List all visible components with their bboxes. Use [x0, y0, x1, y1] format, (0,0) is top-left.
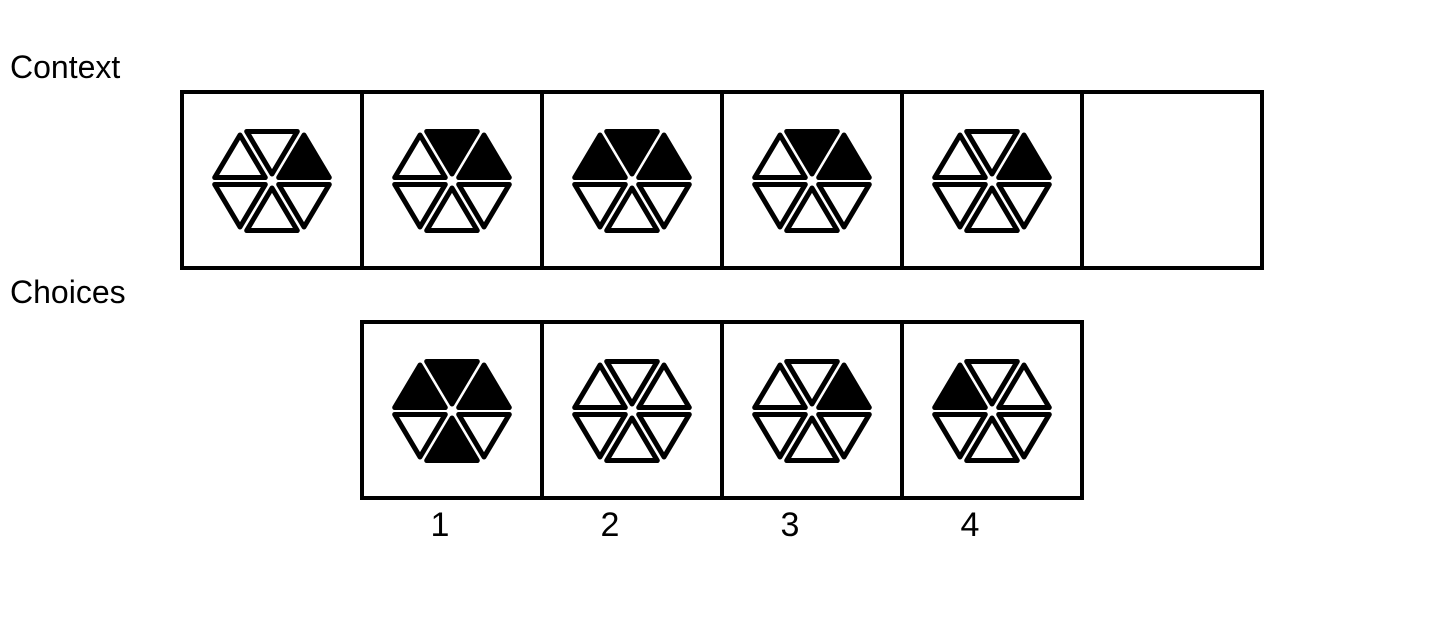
triangle-top-right-filled [276, 132, 332, 181]
triangle-top-left-outline [392, 132, 448, 181]
triangle-top-right-filled [996, 132, 1052, 181]
choice-number-2: 2 [600, 506, 620, 544]
triangle-top-center-outline [784, 358, 840, 407]
context-panel-4-glyph [752, 128, 872, 234]
choice-number-1: 1 [430, 506, 450, 544]
context-panel-5 [900, 94, 1080, 266]
triangle-top-center-outline [964, 358, 1020, 407]
triangle-bottom-left-outline [212, 181, 268, 230]
choice-panel-3[interactable] [720, 324, 900, 496]
triangle-bottom-right-outline [456, 411, 512, 460]
choices-row [360, 320, 1084, 500]
triangle-bottom-left-outline [932, 181, 988, 230]
context-label: Context [10, 49, 121, 85]
context-panel-1-glyph [212, 128, 332, 234]
triangle-bottom-left-outline [572, 181, 628, 230]
triangle-bottom-left-outline [932, 411, 988, 460]
choice-number-3: 3 [780, 506, 800, 544]
triangle-bottom-right-outline [816, 411, 872, 460]
triangle-top-right-outline [996, 362, 1052, 411]
context-panel-empty [1080, 94, 1260, 266]
triangle-top-left-filled [392, 362, 448, 411]
choice-numbers: 1 2 3 4 [360, 508, 1060, 542]
triangle-bottom-center-outline [604, 185, 660, 234]
triangle-bottom-left-outline [392, 181, 448, 230]
triangle-top-right-filled [816, 132, 872, 181]
triangle-bottom-right-outline [816, 181, 872, 230]
context-panel-1 [184, 94, 360, 266]
triangle-bottom-center-outline [784, 185, 840, 234]
triangle-top-left-outline [752, 132, 808, 181]
triangle-bottom-right-outline [996, 181, 1052, 230]
triangle-bottom-right-outline [636, 411, 692, 460]
triangle-bottom-right-outline [636, 181, 692, 230]
choice-panel-3-glyph [752, 358, 872, 464]
context-panel-5-glyph [932, 128, 1052, 234]
context-panel-3-glyph [572, 128, 692, 234]
triangle-top-left-outline [752, 362, 808, 411]
triangle-bottom-left-outline [752, 181, 808, 230]
triangle-bottom-right-outline [456, 181, 512, 230]
choice-number-4: 4 [960, 506, 980, 544]
choice-panel-2-glyph [572, 358, 692, 464]
triangle-top-center-filled [424, 128, 480, 177]
triangle-top-right-filled [456, 362, 512, 411]
triangle-top-center-outline [964, 128, 1020, 177]
triangle-bottom-center-outline [604, 415, 660, 464]
triangle-top-center-filled [784, 128, 840, 177]
triangle-bottom-center-outline [424, 185, 480, 234]
choice-panel-4-glyph [932, 358, 1052, 464]
triangle-top-left-filled [572, 132, 628, 181]
triangle-top-right-filled [816, 362, 872, 411]
triangle-top-right-filled [456, 132, 512, 181]
context-row [180, 90, 1264, 270]
choices-label: Choices [10, 274, 126, 310]
triangle-top-left-filled [932, 362, 988, 411]
triangle-bottom-center-outline [244, 185, 300, 234]
choice-panel-4[interactable] [900, 324, 1080, 496]
context-panel-3 [540, 94, 720, 266]
context-panel-2-glyph [392, 128, 512, 234]
triangle-top-center-outline [244, 128, 300, 177]
triangle-bottom-center-outline [964, 185, 1020, 234]
triangle-bottom-left-outline [392, 411, 448, 460]
triangle-top-left-outline [212, 132, 268, 181]
choice-panel-1-glyph [392, 358, 512, 464]
triangle-top-center-filled [424, 358, 480, 407]
triangle-top-left-outline [572, 362, 628, 411]
choice-panel-1[interactable] [364, 324, 540, 496]
triangle-top-right-filled [636, 132, 692, 181]
context-panel-4 [720, 94, 900, 266]
triangle-top-center-outline [604, 358, 660, 407]
triangle-top-center-filled [604, 128, 660, 177]
triangle-bottom-left-outline [752, 411, 808, 460]
choice-panel-2[interactable] [540, 324, 720, 496]
triangle-top-right-outline [636, 362, 692, 411]
context-panel-2 [360, 94, 540, 266]
triangle-bottom-center-outline [784, 415, 840, 464]
triangle-bottom-right-outline [276, 181, 332, 230]
triangle-bottom-center-outline [964, 415, 1020, 464]
triangle-bottom-right-outline [996, 411, 1052, 460]
triangle-top-left-outline [932, 132, 988, 181]
triangle-bottom-center-filled [424, 415, 480, 464]
triangle-bottom-left-outline [572, 411, 628, 460]
